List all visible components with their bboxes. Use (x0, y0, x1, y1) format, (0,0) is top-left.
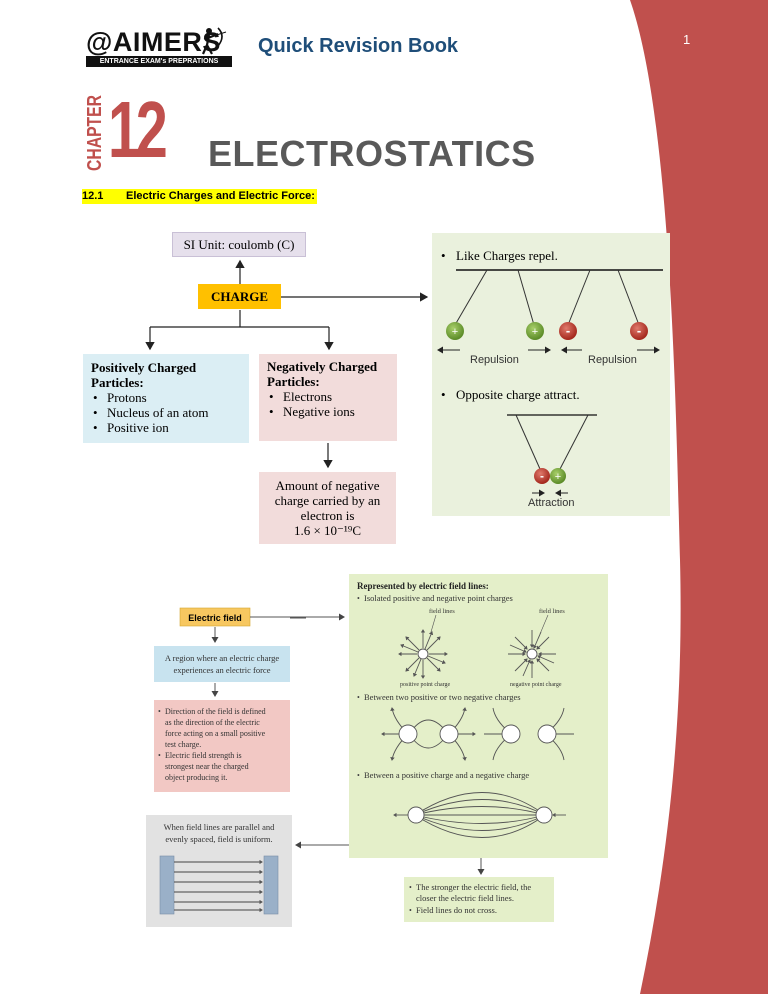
svg-text:Represented by electric field: Represented by electric field lines: (357, 581, 489, 591)
logo-text: @AIMERS (86, 27, 221, 57)
positive-particles-list: Protons Nucleus of an atom Positive ion (91, 390, 241, 435)
positive-charge-icon (550, 468, 566, 484)
electron-charge-line: charge carried by an (274, 493, 381, 508)
chapter-title: ELECTROSTATICS (208, 133, 536, 174)
charge-interaction-figure: • Like Charges repel. + + - - Repulsion … (437, 248, 663, 509)
svg-text:A region where an electric cha: A region where an electric charge (165, 653, 280, 663)
field-line-notes-box (404, 877, 554, 922)
svg-text:+: + (532, 326, 538, 338)
bullet-glyph: • (409, 906, 412, 915)
electron-charge-box: Amount of negative charge carried by an … (259, 472, 396, 544)
chapter-number: 12 (108, 85, 168, 174)
electron-charge-line: electron is (300, 508, 355, 523)
svg-text:Isolated positive and negative: Isolated positive and negative point cha… (364, 593, 513, 603)
bullet-glyph: • (357, 771, 360, 780)
bullet-glyph: • (441, 248, 446, 263)
positive-charge-icon (526, 322, 544, 340)
positive-particles-box: Positively Charged Particles: Protons Nu… (83, 354, 249, 443)
section-heading: 12.1 Electric Charges and Electric Force: (82, 189, 317, 204)
negative-particles-title: Negatively Charged Particles: (267, 359, 378, 389)
svg-text:The stronger the electric fiel: The stronger the electric field, the (416, 882, 531, 892)
list-item: Nucleus of an atom (91, 405, 241, 420)
positive-point-charge-icon (398, 629, 448, 679)
list-item: Protons (91, 390, 241, 405)
list-item: Negative ions (267, 404, 389, 419)
region-definition-box (154, 646, 290, 682)
bullet-glyph: • (441, 387, 446, 402)
svg-text:experiences an electric force: experiences an electric force (174, 665, 271, 675)
section-number: 12.1 (82, 190, 104, 202)
chapter-label: CHAPTER (84, 95, 106, 171)
svg-text:as the direction of the electr: as the direction of the electric (165, 718, 260, 727)
svg-text:field lines: field lines (429, 608, 455, 615)
svg-text:Electric field: Electric field (188, 613, 242, 623)
svg-text:field lines: field lines (539, 608, 565, 615)
electron-charge-line: Amount of negative (275, 478, 380, 493)
svg-text:Direction of the field is defi: Direction of the field is defined (165, 707, 266, 716)
svg-text:CHAPTER: CHAPTER (84, 95, 106, 171)
bullet-glyph: • (409, 883, 412, 892)
two-negative-charges-icon (484, 707, 574, 761)
svg-text:-: - (540, 469, 544, 483)
electron-charge-value: 1.6 × 10⁻¹⁹C (293, 523, 362, 538)
svg-text:Electric field strength is: Electric field strength is (165, 751, 242, 760)
bullet-glyph: • (158, 707, 161, 716)
svg-text:test charge.: test charge. (165, 740, 201, 749)
repulsion-label: Repulsion (470, 354, 519, 366)
opposite-charges-text: Opposite charge attract. (456, 387, 580, 402)
negative-charge-icon (630, 322, 648, 340)
svg-text:+: + (452, 326, 458, 338)
svg-text:positive point charge: positive point charge (400, 682, 451, 688)
svg-text:Field lines do not cross.: Field lines do not cross. (416, 905, 497, 915)
like-charges-text: Like Charges repel. (456, 248, 558, 263)
svg-text:+: + (555, 471, 561, 483)
dipole-field-icon (393, 792, 566, 838)
svg-text:When field lines are parallel: When field lines are parallel and (164, 822, 275, 832)
svg-text:strongest near the charged: strongest near the charged (165, 762, 249, 771)
positive-particles-title: Positively Charged Particles: (91, 360, 197, 390)
si-unit-box: SI Unit: coulomb (C) (172, 232, 306, 257)
svg-text:-: - (637, 323, 641, 338)
svg-text:-: - (566, 323, 570, 338)
negative-particles-box: Negatively Charged Particles: Electrons … (259, 354, 397, 441)
repulsion-label: Repulsion (588, 354, 637, 366)
bullet-glyph: • (357, 693, 360, 702)
negative-charge-icon (534, 468, 550, 484)
bullet-glyph: • (357, 594, 360, 603)
two-positive-charges-icon (381, 707, 476, 761)
charge-box: CHARGE (198, 284, 281, 309)
book-title: Quick Revision Book (258, 35, 459, 57)
svg-text:closer the electric field line: closer the electric field lines. (416, 893, 514, 903)
svg-text:force acting on a small positi: force acting on a small positive (165, 729, 266, 738)
positive-charge-icon (446, 322, 464, 340)
negative-charge-icon (559, 322, 577, 340)
electric-field-figure: Electric field A region where an electri… (146, 574, 608, 927)
logo-tagline: ENTRANCE EXAM's PREPRATIONS (86, 56, 232, 67)
svg-text:negative point charge: negative point charge (510, 682, 562, 688)
bullet-glyph: • (158, 751, 161, 760)
list-item: Electrons (267, 389, 389, 404)
negative-point-charge-icon (508, 630, 556, 678)
field-lines-panel (349, 574, 608, 858)
list-item: Positive ion (91, 420, 241, 435)
page-number: 1 (683, 32, 691, 47)
svg-text:evenly spaced, field is unifor: evenly spaced, field is uniform. (165, 834, 272, 844)
attraction-label: Attraction (528, 497, 574, 509)
charge-interaction-panel: • Like Charges repel. + + - - Repulsion … (432, 233, 670, 516)
archer-logo-icon (201, 27, 227, 55)
svg-text:Between a positive charge and: Between a positive charge and a negative… (364, 770, 529, 780)
field-properties-box (154, 700, 290, 792)
svg-text:Between two positive or two ne: Between two positive or two negative cha… (364, 692, 521, 702)
section-title: Electric Charges and Electric Force: (126, 190, 315, 202)
svg-text:object producing it.: object producing it. (165, 773, 227, 782)
negative-particles-list: Electrons Negative ions (267, 389, 389, 419)
